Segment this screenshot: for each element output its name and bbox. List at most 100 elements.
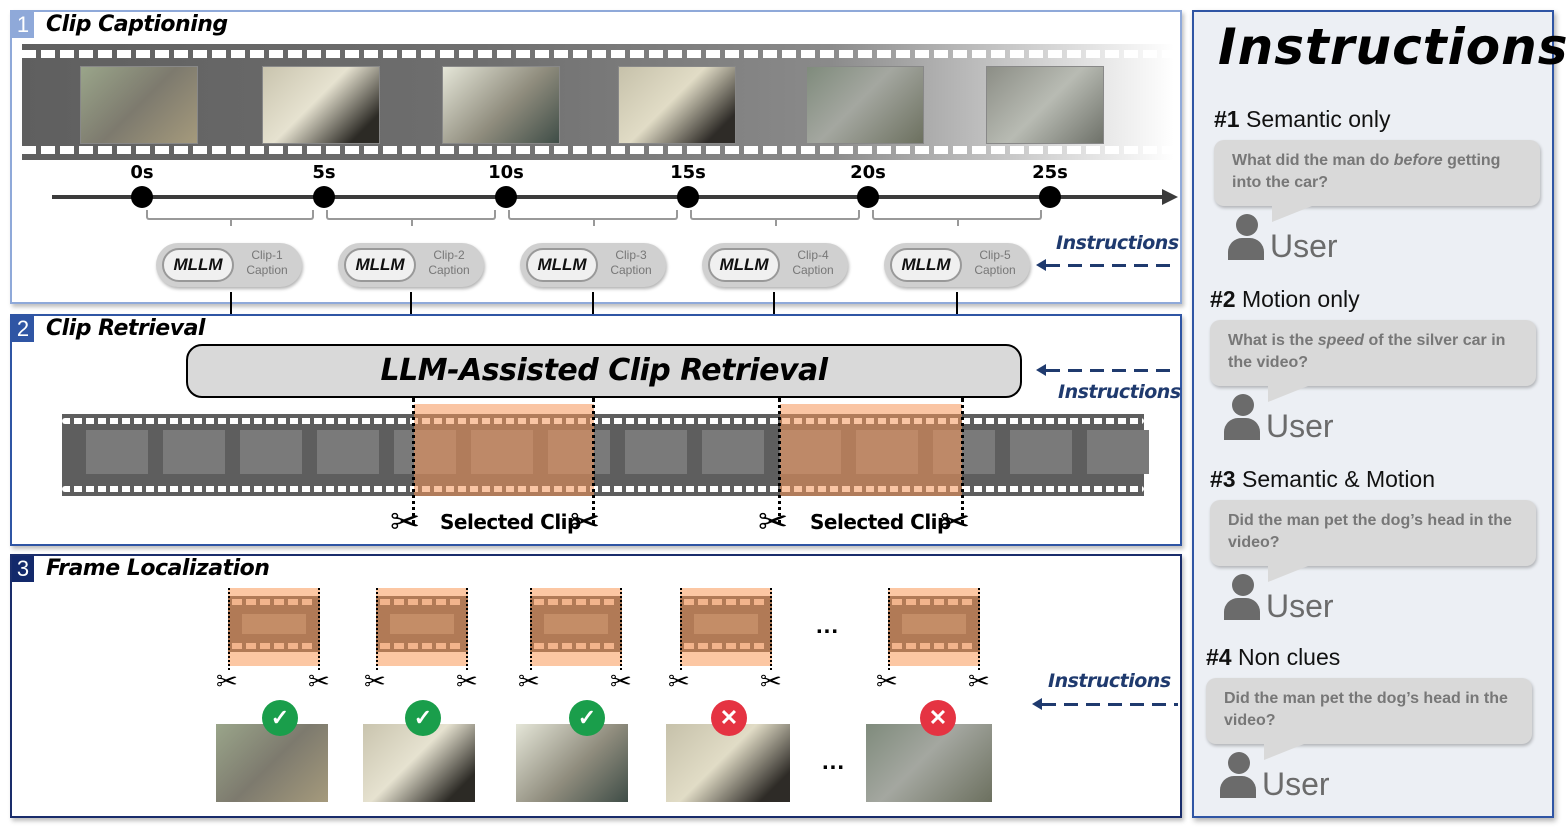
- instructions-label-1: Instructions: [1056, 232, 1179, 254]
- section-title: Clip Captioning: [46, 12, 228, 37]
- timeline-tick-label: 5s: [312, 162, 336, 183]
- section-title: Clip Retrieval: [46, 316, 205, 341]
- video-frame-5: [806, 66, 924, 144]
- clip-segment: [530, 588, 622, 670]
- film-frame: [1010, 430, 1072, 474]
- cross-icon: ✕: [920, 700, 956, 736]
- scissors-icon: ✂: [518, 666, 540, 696]
- question-text: What did the man do before getting into …: [1232, 150, 1528, 194]
- user-icon-body: [1224, 418, 1260, 440]
- sprocket-holes: [534, 643, 618, 649]
- cut-line: [770, 588, 772, 670]
- scissors-icon: ✂: [390, 501, 421, 542]
- scissors-icon: ✂: [760, 666, 782, 696]
- clip-segment: [680, 588, 772, 670]
- film-frame: [240, 430, 302, 474]
- bubble-tail: [1268, 566, 1308, 582]
- mllm-label: MLLM: [162, 248, 234, 282]
- user-icon-body: [1220, 776, 1256, 798]
- sprocket-holes: [232, 643, 316, 649]
- section-title: Frame Localization: [46, 556, 270, 581]
- cross-icon: ✕: [711, 700, 747, 736]
- clip-segment: [228, 588, 320, 670]
- retrieval-filmstrip: [62, 414, 1149, 496]
- mllm-label: MLLM: [708, 248, 780, 282]
- clip-id: Clip-5: [979, 248, 1011, 262]
- frame-thumbnail-1: [216, 724, 328, 802]
- question-part: What is the: [1228, 332, 1318, 349]
- instruction-type-heading: #2 Motion only: [1210, 286, 1360, 313]
- clip-frame: [544, 614, 608, 634]
- cut-line: [228, 588, 230, 670]
- timeline-tick-label: 0s: [130, 162, 154, 183]
- cut-line: [412, 398, 415, 524]
- cut-line: [466, 588, 468, 670]
- timeline-arrowhead: [1162, 189, 1178, 205]
- cut-line: [376, 588, 378, 670]
- scissors-icon: ✂: [668, 666, 690, 696]
- instructions-arrow-3: [1032, 698, 1178, 710]
- timeline-tick-label: 10s: [488, 162, 524, 183]
- selected-clip-label: Selected Clip: [440, 510, 581, 534]
- clip-body: [228, 596, 320, 652]
- cut-line: [530, 588, 532, 670]
- instructions-title: Instructions: [1218, 18, 1568, 76]
- check-icon: ✓: [569, 700, 605, 736]
- check-icon: ✓: [405, 700, 441, 736]
- selected-clip-label: Selected Clip: [810, 510, 951, 534]
- sprocket-holes: [684, 599, 768, 605]
- question-text: What is the speed of the silver car in t…: [1228, 330, 1524, 374]
- sprocket-holes: [892, 643, 976, 649]
- scissors-icon: ✂: [876, 666, 898, 696]
- clip-body: [376, 596, 468, 652]
- video-frame-1: [80, 66, 198, 144]
- caption-word: Caption: [792, 263, 834, 277]
- clip-id: Clip-2: [433, 248, 465, 262]
- ellipsis: ...: [822, 748, 846, 775]
- film-frame: [625, 430, 687, 474]
- film-frame: [1087, 430, 1149, 474]
- question-emphasis: speed: [1317, 332, 1365, 349]
- clip-id: Clip-1: [251, 248, 283, 262]
- user-icon: [1228, 214, 1264, 260]
- clip-bracket-2: [326, 210, 496, 226]
- mllm-label: MLLM: [344, 248, 416, 282]
- clip-segment: [888, 588, 980, 670]
- mllm-label: MLLM: [526, 248, 598, 282]
- caption-word: Caption: [246, 263, 288, 277]
- cut-line: [888, 588, 890, 670]
- sprocket-holes: [684, 643, 768, 649]
- instruction-number: #4: [1206, 644, 1232, 670]
- scissors-icon: ✂: [940, 501, 971, 542]
- sprocket-holes: [232, 599, 316, 605]
- scissors-icon: ✂: [968, 666, 990, 696]
- section-number: 1: [12, 12, 34, 38]
- timeline-marker: [857, 186, 879, 208]
- sprocket-holes-top: [62, 418, 1144, 424]
- question-text: Did the man pet the dog’s head in the vi…: [1228, 510, 1524, 554]
- user-icon-body: [1228, 238, 1264, 260]
- instructions-arrow-1: [1036, 259, 1178, 271]
- timeline-marker: [131, 186, 153, 208]
- user-label: User: [1266, 408, 1334, 444]
- instruction-number: #3: [1210, 466, 1236, 492]
- timeline-marker: [313, 186, 335, 208]
- scissors-icon: ✂: [758, 501, 789, 542]
- llm-assisted-retrieval-box: LLM-Assisted Clip Retrieval: [186, 344, 1022, 398]
- cut-line: [620, 588, 622, 670]
- clip-frame: [902, 614, 966, 634]
- user-icon-head: [1232, 574, 1254, 596]
- question-text: Did the man pet the dog’s head in the vi…: [1224, 688, 1520, 732]
- sprocket-holes: [534, 599, 618, 605]
- film-frame: [86, 430, 148, 474]
- instructions-label-2: Instructions: [1058, 381, 1181, 403]
- caption-word: Caption: [974, 263, 1016, 277]
- sprocket-holes-top: [22, 50, 1174, 58]
- video-filmstrip: [22, 44, 1174, 160]
- cut-line: [978, 588, 980, 670]
- timeline-axis: [52, 195, 1164, 199]
- video-frame-6: [986, 66, 1104, 144]
